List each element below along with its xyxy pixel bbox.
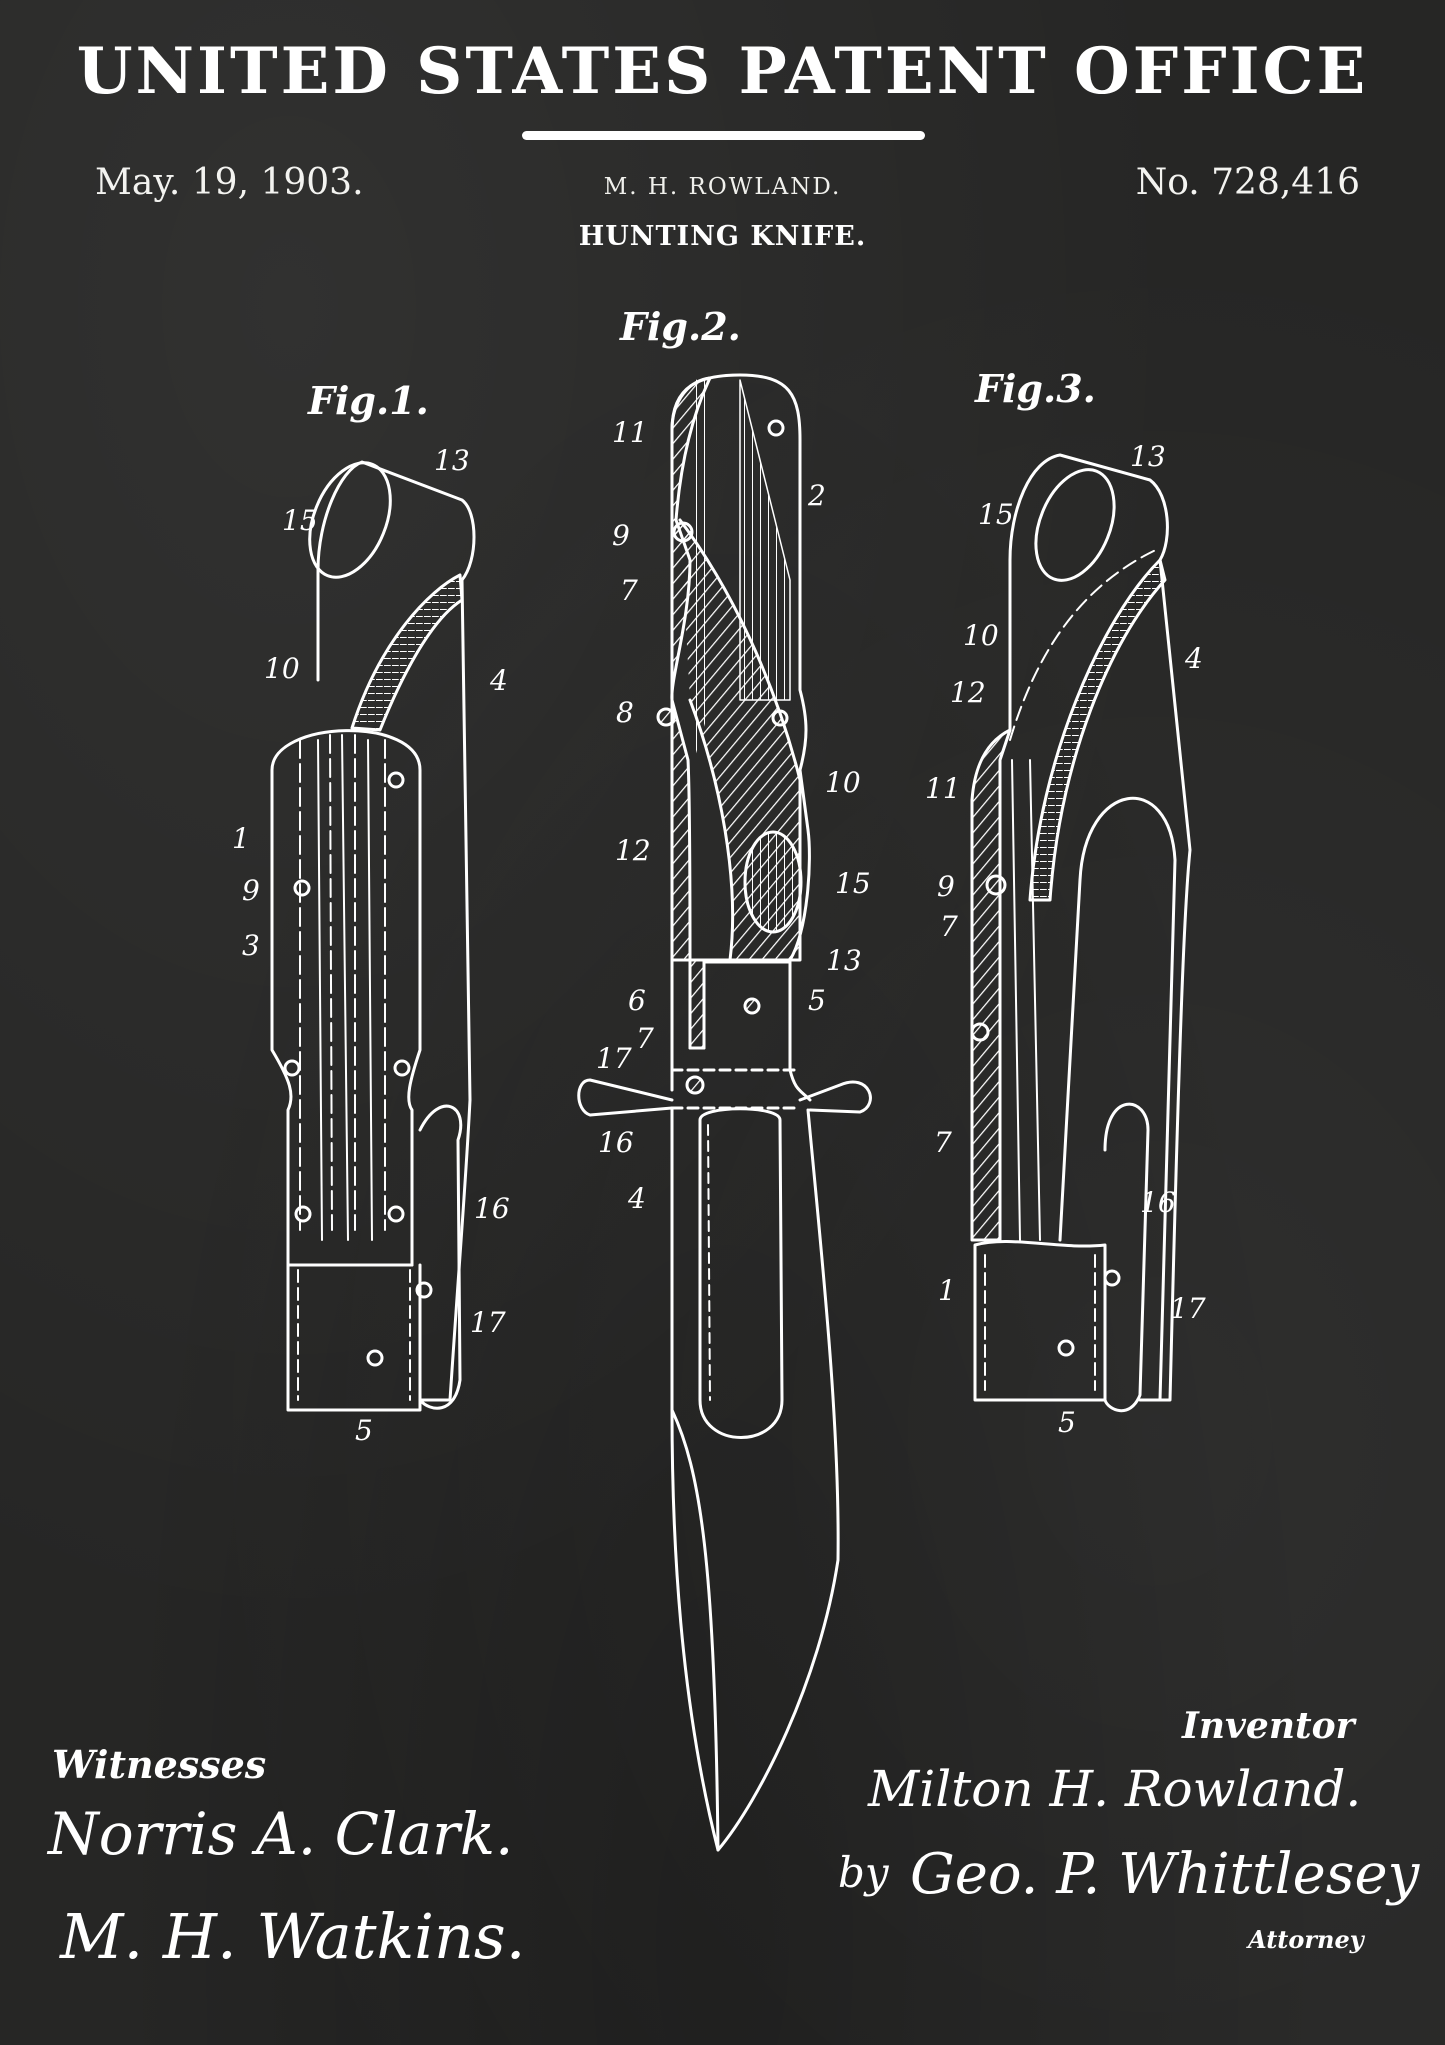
figure-2-label: Fig.2. bbox=[619, 304, 741, 349]
svg-text:5: 5 bbox=[1058, 1406, 1076, 1439]
svg-text:7: 7 bbox=[636, 1022, 654, 1055]
svg-text:7: 7 bbox=[620, 574, 638, 607]
attorney-signature: Geo. P. Whittlesey bbox=[910, 1842, 1420, 1907]
inventor-signature: Milton H. Rowland. bbox=[868, 1760, 1362, 1818]
svg-text:12: 12 bbox=[950, 676, 986, 709]
svg-text:2: 2 bbox=[807, 479, 826, 512]
svg-text:10: 10 bbox=[963, 619, 999, 652]
svg-text:16: 16 bbox=[474, 1192, 510, 1225]
svg-text:13: 13 bbox=[826, 944, 862, 977]
svg-text:1: 1 bbox=[938, 1274, 956, 1307]
svg-text:12: 12 bbox=[615, 834, 651, 867]
svg-text:16: 16 bbox=[1140, 1186, 1176, 1219]
svg-text:17: 17 bbox=[470, 1306, 506, 1339]
svg-text:17: 17 bbox=[596, 1042, 632, 1075]
by-label: by bbox=[838, 1848, 889, 1897]
svg-text:9: 9 bbox=[937, 870, 955, 903]
figure-2: Fig.2. bbox=[577, 304, 872, 1852]
svg-text:10: 10 bbox=[264, 652, 300, 685]
figure-3-label: Fig.3. bbox=[974, 366, 1096, 411]
figure-3: Fig.3. 13 15 10 4 12 11 9 bbox=[925, 366, 1206, 1439]
witness-signature-1: Norris A. Clark. bbox=[48, 1800, 514, 1868]
svg-text:9: 9 bbox=[242, 874, 260, 907]
inventor-name: M. H. ROWLAND. bbox=[603, 174, 842, 200]
svg-text:4: 4 bbox=[489, 664, 508, 697]
figure-1-label: Fig.1. bbox=[307, 378, 429, 423]
svg-text:4: 4 bbox=[1184, 642, 1203, 675]
svg-text:4: 4 bbox=[627, 1182, 646, 1215]
svg-text:16: 16 bbox=[598, 1126, 634, 1159]
attorney-label: Attorney bbox=[1248, 1925, 1364, 1954]
svg-text:6: 6 bbox=[628, 984, 646, 1017]
svg-text:7: 7 bbox=[940, 910, 958, 943]
inventor-heading: Inventor bbox=[1182, 1705, 1355, 1747]
svg-text:15: 15 bbox=[835, 867, 871, 900]
svg-text:13: 13 bbox=[1130, 440, 1166, 473]
svg-text:3: 3 bbox=[242, 929, 260, 962]
witnesses-heading: Witnesses bbox=[52, 1742, 267, 1787]
title-divider bbox=[522, 131, 925, 140]
svg-text:15: 15 bbox=[978, 498, 1014, 531]
svg-text:1: 1 bbox=[232, 822, 250, 855]
svg-text:5: 5 bbox=[355, 1414, 373, 1447]
svg-text:7: 7 bbox=[934, 1126, 952, 1159]
svg-text:17: 17 bbox=[1170, 1292, 1206, 1325]
patent-number: No. 728,416 bbox=[1135, 162, 1360, 203]
svg-text:8: 8 bbox=[616, 696, 634, 729]
patent-title: HUNTING KNIFE. bbox=[578, 221, 867, 252]
figure-1: Fig.1. 13 15 10 4 bbox=[232, 378, 510, 1447]
svg-text:9: 9 bbox=[612, 519, 630, 552]
svg-text:11: 11 bbox=[925, 772, 961, 805]
witness-signature-2: M. H. Watkins. bbox=[60, 1900, 526, 1973]
svg-text:10: 10 bbox=[825, 766, 861, 799]
svg-text:5: 5 bbox=[808, 984, 826, 1017]
office-title: UNITED STATES PATENT OFFICE bbox=[76, 34, 1369, 109]
svg-text:11: 11 bbox=[612, 416, 648, 449]
svg-text:15: 15 bbox=[282, 504, 318, 537]
svg-text:13: 13 bbox=[434, 444, 470, 477]
patent-date: May. 19, 1903. bbox=[95, 162, 364, 203]
